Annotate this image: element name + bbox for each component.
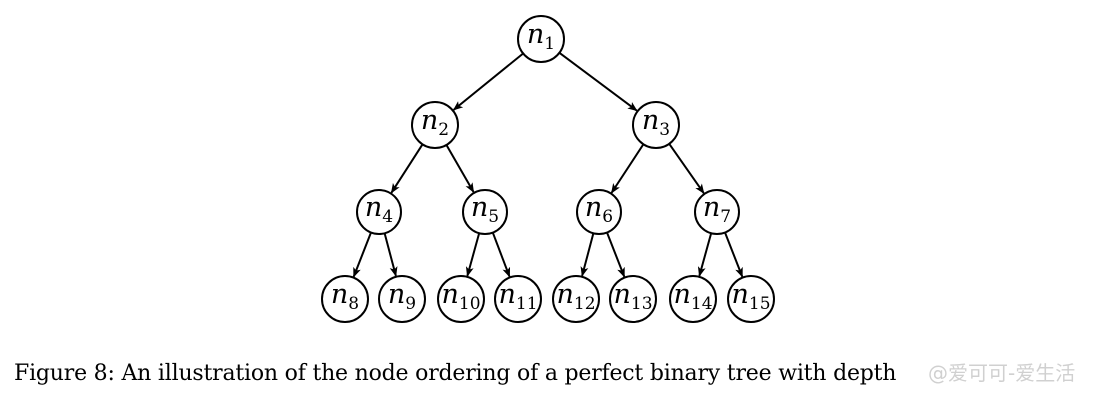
- node-label-base: n: [556, 279, 573, 310]
- edge-n7-n15: [724, 232, 744, 278]
- node-label-base: n: [441, 279, 458, 310]
- node-label: n13: [613, 279, 652, 314]
- node-label-base: n: [613, 279, 630, 310]
- node-label-subscript: 14: [691, 294, 713, 314]
- node-label-base: n: [471, 192, 488, 223]
- node-label: n7: [703, 192, 731, 227]
- node-circle: [437, 275, 485, 323]
- tree-node-n1: n1: [517, 15, 565, 63]
- node-label: n9: [388, 279, 416, 314]
- tree-node-n5: n5: [462, 189, 508, 235]
- node-label-subscript: 9: [405, 294, 416, 314]
- node-circle: [378, 275, 426, 323]
- tree-node-n2: n2: [411, 101, 459, 149]
- node-label-base: n: [585, 192, 602, 223]
- node-circle: [576, 189, 622, 235]
- node-label-subscript: 10: [459, 294, 481, 314]
- node-circle: [727, 275, 775, 323]
- node-circle: [321, 275, 369, 323]
- edge-n5-n10: [465, 232, 481, 277]
- edge-n4-n9: [383, 233, 398, 277]
- node-label-subscript: 5: [488, 207, 499, 227]
- node-label-base: n: [703, 192, 720, 223]
- node-label-subscript: 4: [382, 207, 393, 227]
- node-label-subscript: 12: [574, 294, 596, 314]
- tree-node-n12: n12: [552, 275, 600, 323]
- node-label-base: n: [331, 279, 348, 310]
- node-label-subscript: 6: [602, 207, 613, 227]
- node-label: n4: [365, 192, 393, 227]
- node-circle: [632, 101, 680, 149]
- edge-n2-n5: [445, 144, 475, 193]
- node-label: n5: [471, 192, 499, 227]
- node-label: n15: [731, 279, 770, 314]
- node-circle: [411, 101, 459, 149]
- node-label: n2: [421, 105, 449, 140]
- figure-caption: Figure 8: An illustration of the node or…: [14, 361, 897, 386]
- node-circle: [356, 189, 402, 235]
- edge-n5-n11: [491, 232, 511, 278]
- node-label-subscript: 1: [544, 34, 555, 54]
- node-label-base: n: [421, 105, 438, 136]
- edge-n3-n7: [668, 143, 705, 194]
- tree-edges: [352, 51, 744, 278]
- edge-n1-n3: [558, 51, 638, 112]
- tree-node-n9: n9: [378, 275, 426, 323]
- tree-node-n4: n4: [356, 189, 402, 235]
- node-label-base: n: [731, 279, 748, 310]
- edge-n6-n13: [606, 232, 626, 278]
- edge-n6-n12: [580, 233, 595, 277]
- node-label: n11: [498, 279, 537, 314]
- node-label: n3: [642, 105, 670, 140]
- node-label-subscript: 3: [659, 120, 670, 140]
- node-label-base: n: [365, 192, 382, 223]
- edge-n7-n14: [697, 232, 713, 277]
- node-circle: [694, 189, 740, 235]
- node-label-subscript: 13: [631, 294, 653, 314]
- node-label-base: n: [498, 279, 515, 310]
- tree-node-n15: n15: [727, 275, 775, 323]
- node-label-base: n: [388, 279, 405, 310]
- node-label: n8: [331, 279, 359, 314]
- node-label: n12: [556, 279, 595, 314]
- tree-node-n10: n10: [437, 275, 485, 323]
- node-circle: [462, 189, 508, 235]
- node-circle: [552, 275, 600, 323]
- edge-n3-n6: [610, 143, 645, 194]
- edge-n2-n4: [390, 143, 424, 194]
- edge-n1-n2: [452, 52, 524, 111]
- edge-n4-n8: [352, 232, 372, 278]
- node-label: n14: [673, 279, 712, 314]
- node-label-subscript: 11: [516, 294, 538, 314]
- node-label-subscript: 2: [438, 120, 449, 140]
- node-label-base: n: [527, 19, 544, 50]
- node-label-base: n: [642, 105, 659, 136]
- tree-node-n6: n6: [576, 189, 622, 235]
- tree-node-n3: n3: [632, 101, 680, 149]
- node-circle: [669, 275, 717, 323]
- node-label-subscript: 8: [348, 294, 359, 314]
- watermark-text: @爱可可-爱生活: [928, 361, 1076, 385]
- tree-node-n7: n7: [694, 189, 740, 235]
- tree-node-n13: n13: [609, 275, 657, 323]
- node-label: n10: [441, 279, 480, 314]
- node-label-subscript: 15: [749, 294, 771, 314]
- tree-node-n11: n11: [494, 275, 542, 323]
- node-circle: [609, 275, 657, 323]
- node-label: n6: [585, 192, 613, 227]
- node-circle: [517, 15, 565, 63]
- node-label-base: n: [673, 279, 690, 310]
- tree-node-n8: n8: [321, 275, 369, 323]
- node-label-subscript: 7: [720, 207, 731, 227]
- node-circle: [494, 275, 542, 323]
- node-label: n1: [527, 19, 555, 54]
- tree-node-n14: n14: [669, 275, 717, 323]
